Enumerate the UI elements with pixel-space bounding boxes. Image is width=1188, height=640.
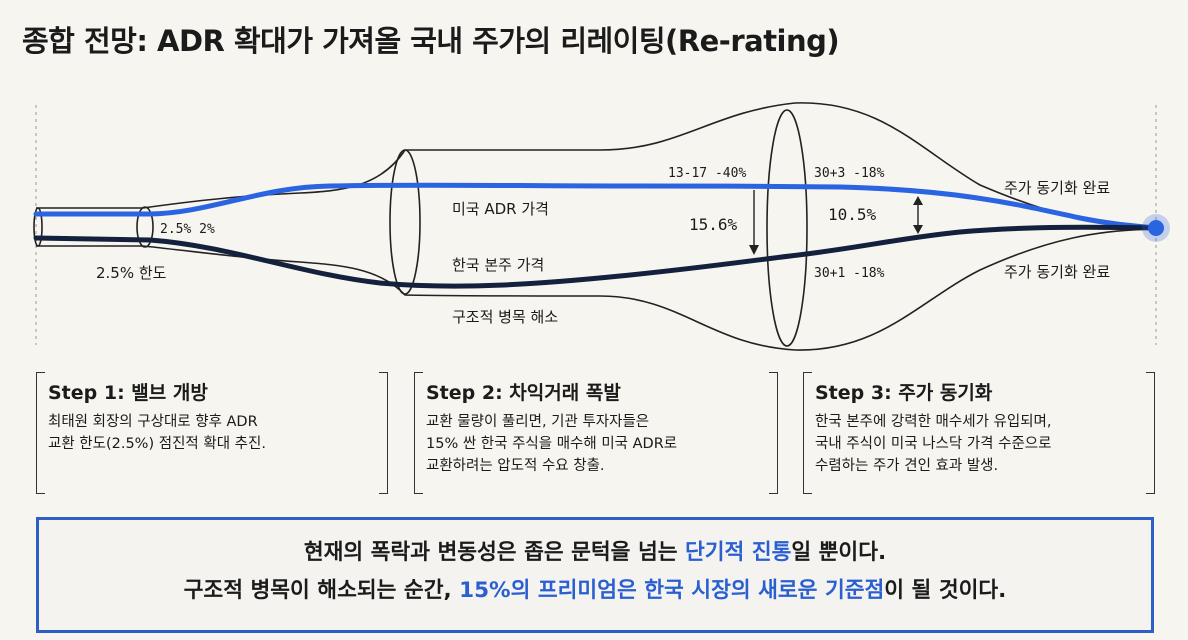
bracket-left: [36, 372, 45, 494]
step-3-card: Step 3: 주가 동기화 한국 본주에 강력한 매수세가 유입되며, 국내 …: [803, 372, 1155, 494]
pipe-diagram: 미국 ADR 가격 한국 본주 가격 구조적 병목 해소 2.5% 한도 2.5…: [33, 102, 1170, 351]
kr-price-line: [33, 224, 1159, 289]
conclusion-text: 일 뿐이다.: [791, 540, 887, 565]
valve-ellipse-1: [33, 207, 43, 247]
conclusion-line-1: 현재의 폭락과 변동성은 좁은 문턱을 넘는 단기적 진통일 뿐이다.: [39, 534, 1151, 572]
inner-limit-label: 2.5% 2%: [160, 222, 215, 237]
step-body: 최태원 회장의 구상대로 향후 ADR 교환 한도(2.5%) 점진적 확대 추…: [48, 414, 266, 452]
sync-top-label: 주가 동기화 완료: [1004, 179, 1110, 197]
step-title: Step 1: 밸브 개방: [48, 382, 208, 404]
step-body: 한국 본주에 강력한 매수세가 유입되며, 국내 주식이 미국 나스닥 가격 수…: [815, 414, 1052, 474]
conclusion-box: 현재의 폭락과 변동성은 좁은 문턱을 넘는 단기적 진통일 뿐이다. 구조적 …: [36, 517, 1154, 633]
bracket-right: [379, 372, 388, 494]
bracket-left: [414, 372, 423, 494]
valve-ellipse-3: [389, 149, 421, 295]
bottleneck-label: 구조적 병목 해소: [452, 308, 558, 326]
bracket-right: [1146, 372, 1155, 494]
conclusion-line-2: 구조적 병목이 해소되는 순간, 15%의 프리미엄은 한국 시장의 새로운 기…: [39, 572, 1151, 610]
valve-ellipse-4: [766, 109, 808, 347]
gap1-value: 15.6%: [689, 215, 738, 234]
gap-arrow-2-head-top: [913, 196, 923, 205]
bracket-left: [803, 372, 812, 494]
limit-label: 2.5% 한도: [96, 264, 167, 282]
step-1-card: Step 1: 밸브 개방 최태원 회장의 구상대로 향후 ADR 교환 한도(…: [36, 372, 388, 494]
step-2-card: Step 2: 차익거래 폭발 교환 물량이 풀리면, 기관 투자자들은 15%…: [414, 372, 778, 494]
us-adr-price-line: [33, 182, 1159, 231]
step-title: Step 2: 차익거래 폭발: [426, 382, 621, 404]
gap-arrow-2-head-bottom: [913, 225, 923, 234]
conclusion-highlight: 15%의 프리미엄은 한국 시장의 새로운 기준점: [459, 578, 885, 603]
pipe-outline-bottom: [36, 228, 1157, 351]
pipe-outline-top: [36, 102, 1157, 229]
conclusion-highlight: 단기적 진통: [685, 540, 792, 565]
gap-arrow-1-head: [749, 245, 759, 255]
conclusion-text: 구조적 병목이 해소되는 순간,: [183, 578, 460, 603]
gap2-top-label: 30+3 -18%: [814, 166, 885, 181]
gap2-value: 10.5%: [828, 205, 877, 224]
us-adr-label: 미국 ADR 가격: [452, 200, 549, 218]
page-title: 종합 전망: ADR 확대가 가져올 국내 주가의 리레이팅(Re-rating…: [22, 24, 840, 58]
conclusion-text: 이 될 것이다.: [884, 578, 1007, 603]
kr-label: 한국 본주 가격: [452, 256, 544, 274]
bracket-right: [769, 372, 778, 494]
gap2-bottom-label: 30+1 -18%: [814, 266, 885, 281]
gap1-top-label: 13-17 -40%: [668, 166, 746, 181]
step-title: Step 3: 주가 동기화: [815, 382, 993, 404]
sync-point: [1148, 220, 1164, 236]
conclusion-text: 현재의 폭락과 변동성은 좁은 문턱을 넘는: [303, 540, 685, 565]
sync-bottom-label: 주가 동기화 완료: [1004, 263, 1110, 281]
valve-ellipse-2: [136, 206, 154, 248]
step-body: 교환 물량이 풀리면, 기관 투자자들은 15% 싼 한국 주식을 매수해 미국…: [426, 414, 678, 474]
